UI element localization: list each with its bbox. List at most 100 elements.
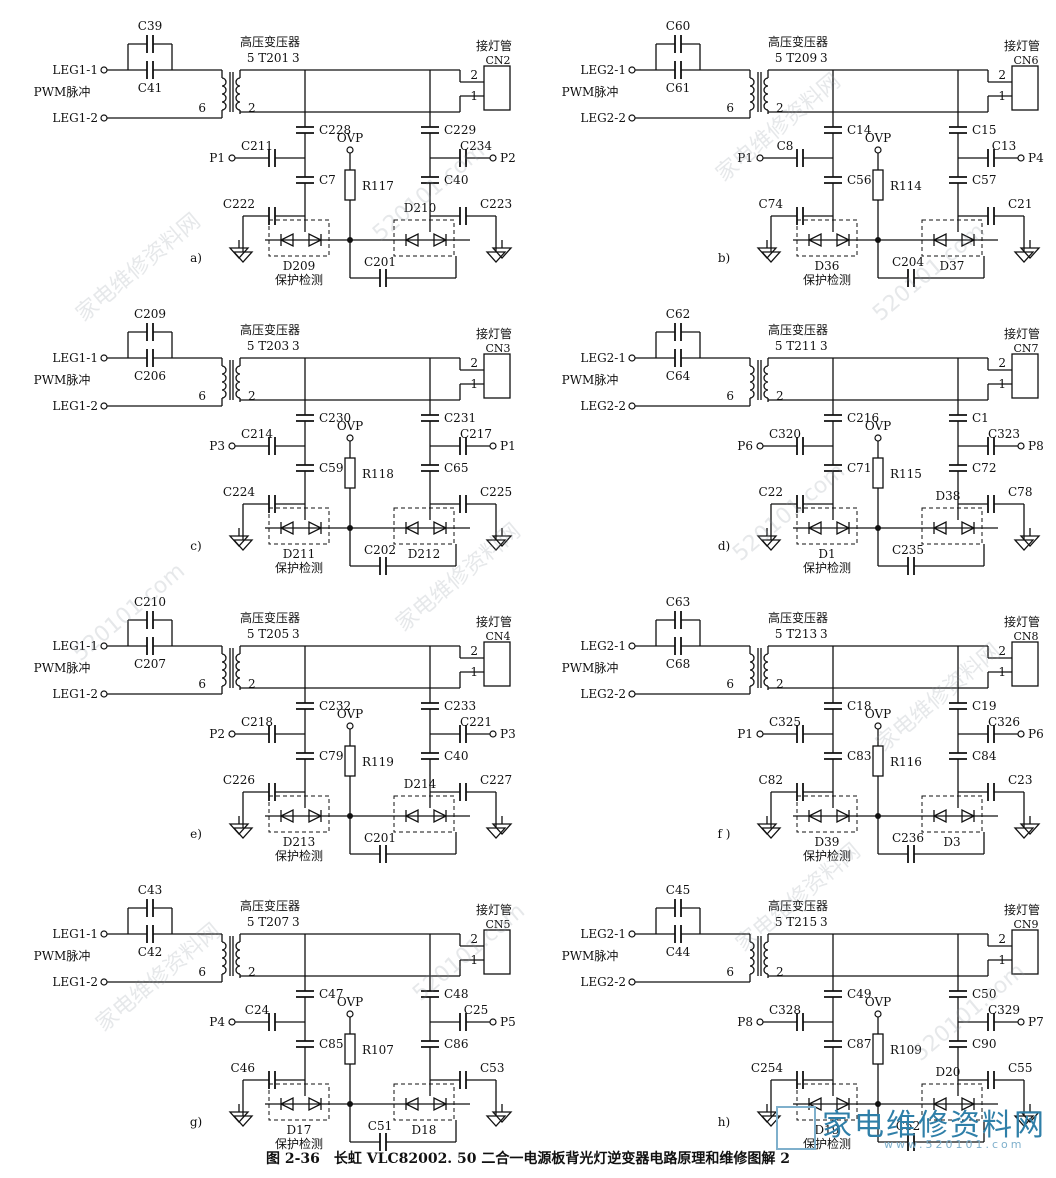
pwm-label: PWM脉冲 [562,84,619,99]
protection-box [393,219,455,257]
panel-letter: d) [718,539,730,553]
resistor-label: R117 [362,179,394,193]
terminal-icon [228,442,236,450]
terminal-icon [1017,730,1025,738]
pin-label: 3 [820,51,828,65]
capacitor-label: C236 [892,831,924,845]
capacitor-label: C40 [444,173,468,187]
transformer-ref: 5 T201 [247,51,289,65]
capacitor-label: C225 [480,485,512,499]
terminal-icon [628,114,636,122]
protection-box [921,219,983,257]
diode-icon [433,1096,448,1112]
connector-ref: CN2 [485,54,510,67]
resistor-icon [872,745,884,777]
capacitor-label: C64 [666,369,691,383]
diode-label: D36 [815,259,840,273]
pin-label: 6 [198,101,206,115]
transformer-winding [221,941,227,975]
pin-label: 2 [998,932,1006,946]
diode-label: D18 [412,1123,437,1137]
diode-triangle [279,808,294,824]
ground-icon [1019,1104,1041,1123]
capacitor-label: C201 [364,255,396,269]
test-point-label: P2 [500,151,516,165]
transformer-winding [221,77,227,111]
test-point-label: P1 [737,727,753,741]
diode-triangle [433,808,448,824]
diode-icon [836,232,851,248]
pin-label: 1 [998,953,1006,967]
capacitor-label: C14 [847,123,872,137]
diode-triangle [433,1096,448,1112]
pin-label: 2 [248,101,256,115]
pwm-label: PWM脉冲 [562,660,619,675]
pin-label: 2 [998,68,1006,82]
diode-icon [433,232,448,248]
test-point-label: P8 [1028,439,1044,453]
ground-icon [228,528,250,547]
capacitor-label: C216 [847,411,879,425]
terminal-icon [489,154,497,162]
lamp-label: 接灯管 [1004,902,1040,917]
pin-label: 3 [292,339,300,353]
ground-icon [756,1104,778,1123]
resistor-icon [872,1033,884,1065]
transformer-title: 高压变压器 [240,34,300,49]
diode-triangle [961,1096,976,1112]
capacitor-label: C71 [847,461,871,475]
input-label-2: LEG1-2 [52,975,98,989]
diode-icon [961,1096,976,1112]
diode-label: D213 [283,835,316,849]
capacitor-label: C8 [777,139,794,153]
capacitor-label: C43 [138,883,162,897]
pin-label: 6 [726,677,734,691]
capacitor-label: C84 [972,749,997,763]
resistor-icon [344,1033,356,1065]
pin-label: 6 [198,965,206,979]
diode-icon [807,808,822,824]
terminal-icon [100,402,108,410]
input-label-2: LEG2-2 [580,399,626,413]
input-label-1: LEG1-1 [52,639,98,653]
transformer-title: 高压变压器 [768,610,828,625]
diode-triangle [932,232,947,248]
capacitor-label: C40 [444,749,468,763]
test-point-label: P8 [737,1015,753,1029]
ground-symbol [756,823,778,835]
capacitor-label: C7 [319,173,336,187]
test-point-label: P6 [1028,727,1044,741]
ground-icon [1019,240,1041,259]
terminal-icon [1017,154,1025,162]
pin-label: 6 [726,965,734,979]
logo-text: 家电维修资料网 [822,1108,1046,1143]
capacitor-label: C234 [460,139,492,153]
capacitor-label: C218 [241,715,273,729]
transformer-ref: 5 T205 [247,627,289,641]
transformer-ref: 5 T213 [775,627,817,641]
diode-triangle [404,808,419,824]
diode-label: D209 [283,259,316,273]
transformer-winding [763,365,769,399]
input-label-2: LEG1-2 [52,687,98,701]
diode-triangle [932,520,947,536]
diode-label: D37 [940,259,965,273]
resistor-icon [344,745,356,777]
capacitor-label: C228 [319,123,351,137]
diode-label: D210 [404,201,437,215]
connector-ref: CN5 [485,918,510,931]
diode-triangle [807,232,822,248]
terminal-icon [100,690,108,698]
capacitor-label: C18 [847,699,871,713]
lamp-label: 接灯管 [1004,38,1040,53]
capacitor-label: C206 [134,369,166,383]
ground-icon [756,240,778,259]
terminal-icon [628,354,636,362]
panel-letter: h) [718,1115,730,1129]
diode-icon [279,232,294,248]
capacitor-label: C221 [460,715,492,729]
